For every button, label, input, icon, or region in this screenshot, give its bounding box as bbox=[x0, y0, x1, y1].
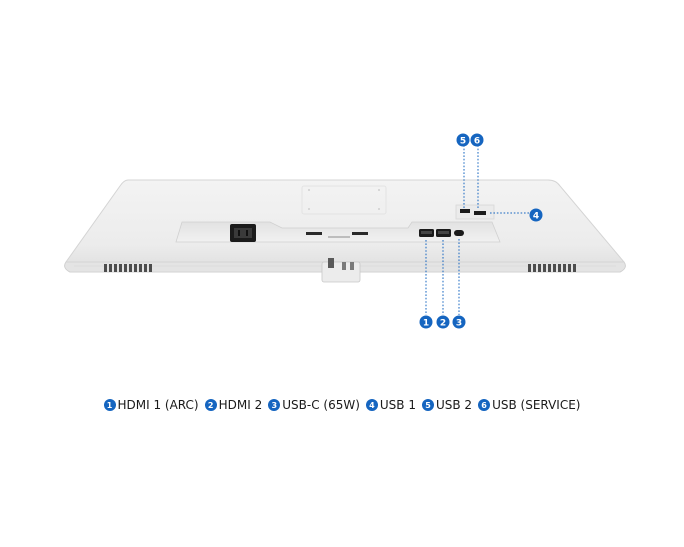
svg-text:4: 4 bbox=[533, 212, 539, 222]
svg-text:1: 1 bbox=[423, 319, 429, 329]
legend-label: HDMI 1 (ARC) bbox=[117, 398, 199, 412]
legend-badge: 6 bbox=[478, 399, 491, 411]
stand-neck bbox=[321, 258, 361, 283]
legend-item-usb-2: 5 USB 2 bbox=[421, 398, 473, 412]
side-port-panel bbox=[455, 204, 495, 220]
legend-badge: 3 bbox=[268, 399, 281, 411]
callout-badge-6: 6 bbox=[470, 133, 484, 147]
monitor-body bbox=[64, 179, 626, 273]
svg-text:6: 6 bbox=[474, 137, 480, 147]
legend-label: USB 2 bbox=[435, 398, 473, 412]
vesa-mount-area bbox=[301, 185, 387, 215]
power-socket-icon bbox=[230, 224, 256, 242]
legend-label: USB 1 bbox=[379, 398, 416, 412]
svg-text:3: 3 bbox=[456, 319, 462, 329]
vent-grille-left bbox=[104, 264, 152, 272]
vent-grille-right bbox=[528, 264, 576, 272]
usb-port-2 bbox=[460, 209, 470, 213]
port-bay-recess bbox=[175, 221, 501, 243]
callout-badge-3: 3 bbox=[452, 315, 466, 329]
legend-label: HDMI 2 bbox=[218, 398, 263, 412]
legend-item-usb-service: 6 USB (SERVICE) bbox=[478, 398, 580, 412]
legend-badge: 5 bbox=[421, 399, 434, 411]
legend-badge: 2 bbox=[204, 399, 217, 411]
legend-badge: 1 bbox=[103, 399, 116, 411]
callout-badge-2: 2 bbox=[436, 315, 450, 329]
legend-label: USB (SERVICE) bbox=[492, 398, 581, 412]
port-legend: 1 HDMI 1 (ARC) 2 HDMI 2 3 USB-C (65W) 4 … bbox=[0, 398, 684, 412]
hdmi-port-1 bbox=[419, 229, 434, 237]
svg-text:5: 5 bbox=[460, 137, 466, 147]
legend-label: USB-C (65W) bbox=[282, 398, 360, 412]
legend-item-hdmi-2: 2 HDMI 2 bbox=[204, 398, 263, 412]
legend-badge: 4 bbox=[365, 399, 378, 411]
legend-item-usb-1: 4 USB 1 bbox=[365, 398, 416, 412]
callout-badge-1: 1 bbox=[419, 315, 433, 329]
stand-bracket bbox=[306, 232, 368, 238]
usb-c-port bbox=[454, 230, 464, 236]
legend-item-usb-c: 3 USB-C (65W) bbox=[268, 398, 360, 412]
callout-badge-5: 5 bbox=[456, 133, 470, 147]
usb-port-1 bbox=[474, 211, 486, 215]
legend-item-hdmi-1: 1 HDMI 1 (ARC) bbox=[103, 398, 199, 412]
svg-text:2: 2 bbox=[440, 319, 446, 329]
callout-badge-4: 4 bbox=[529, 208, 543, 222]
hdmi-port-2 bbox=[436, 229, 451, 237]
callout-leaders bbox=[425, 146, 529, 315]
